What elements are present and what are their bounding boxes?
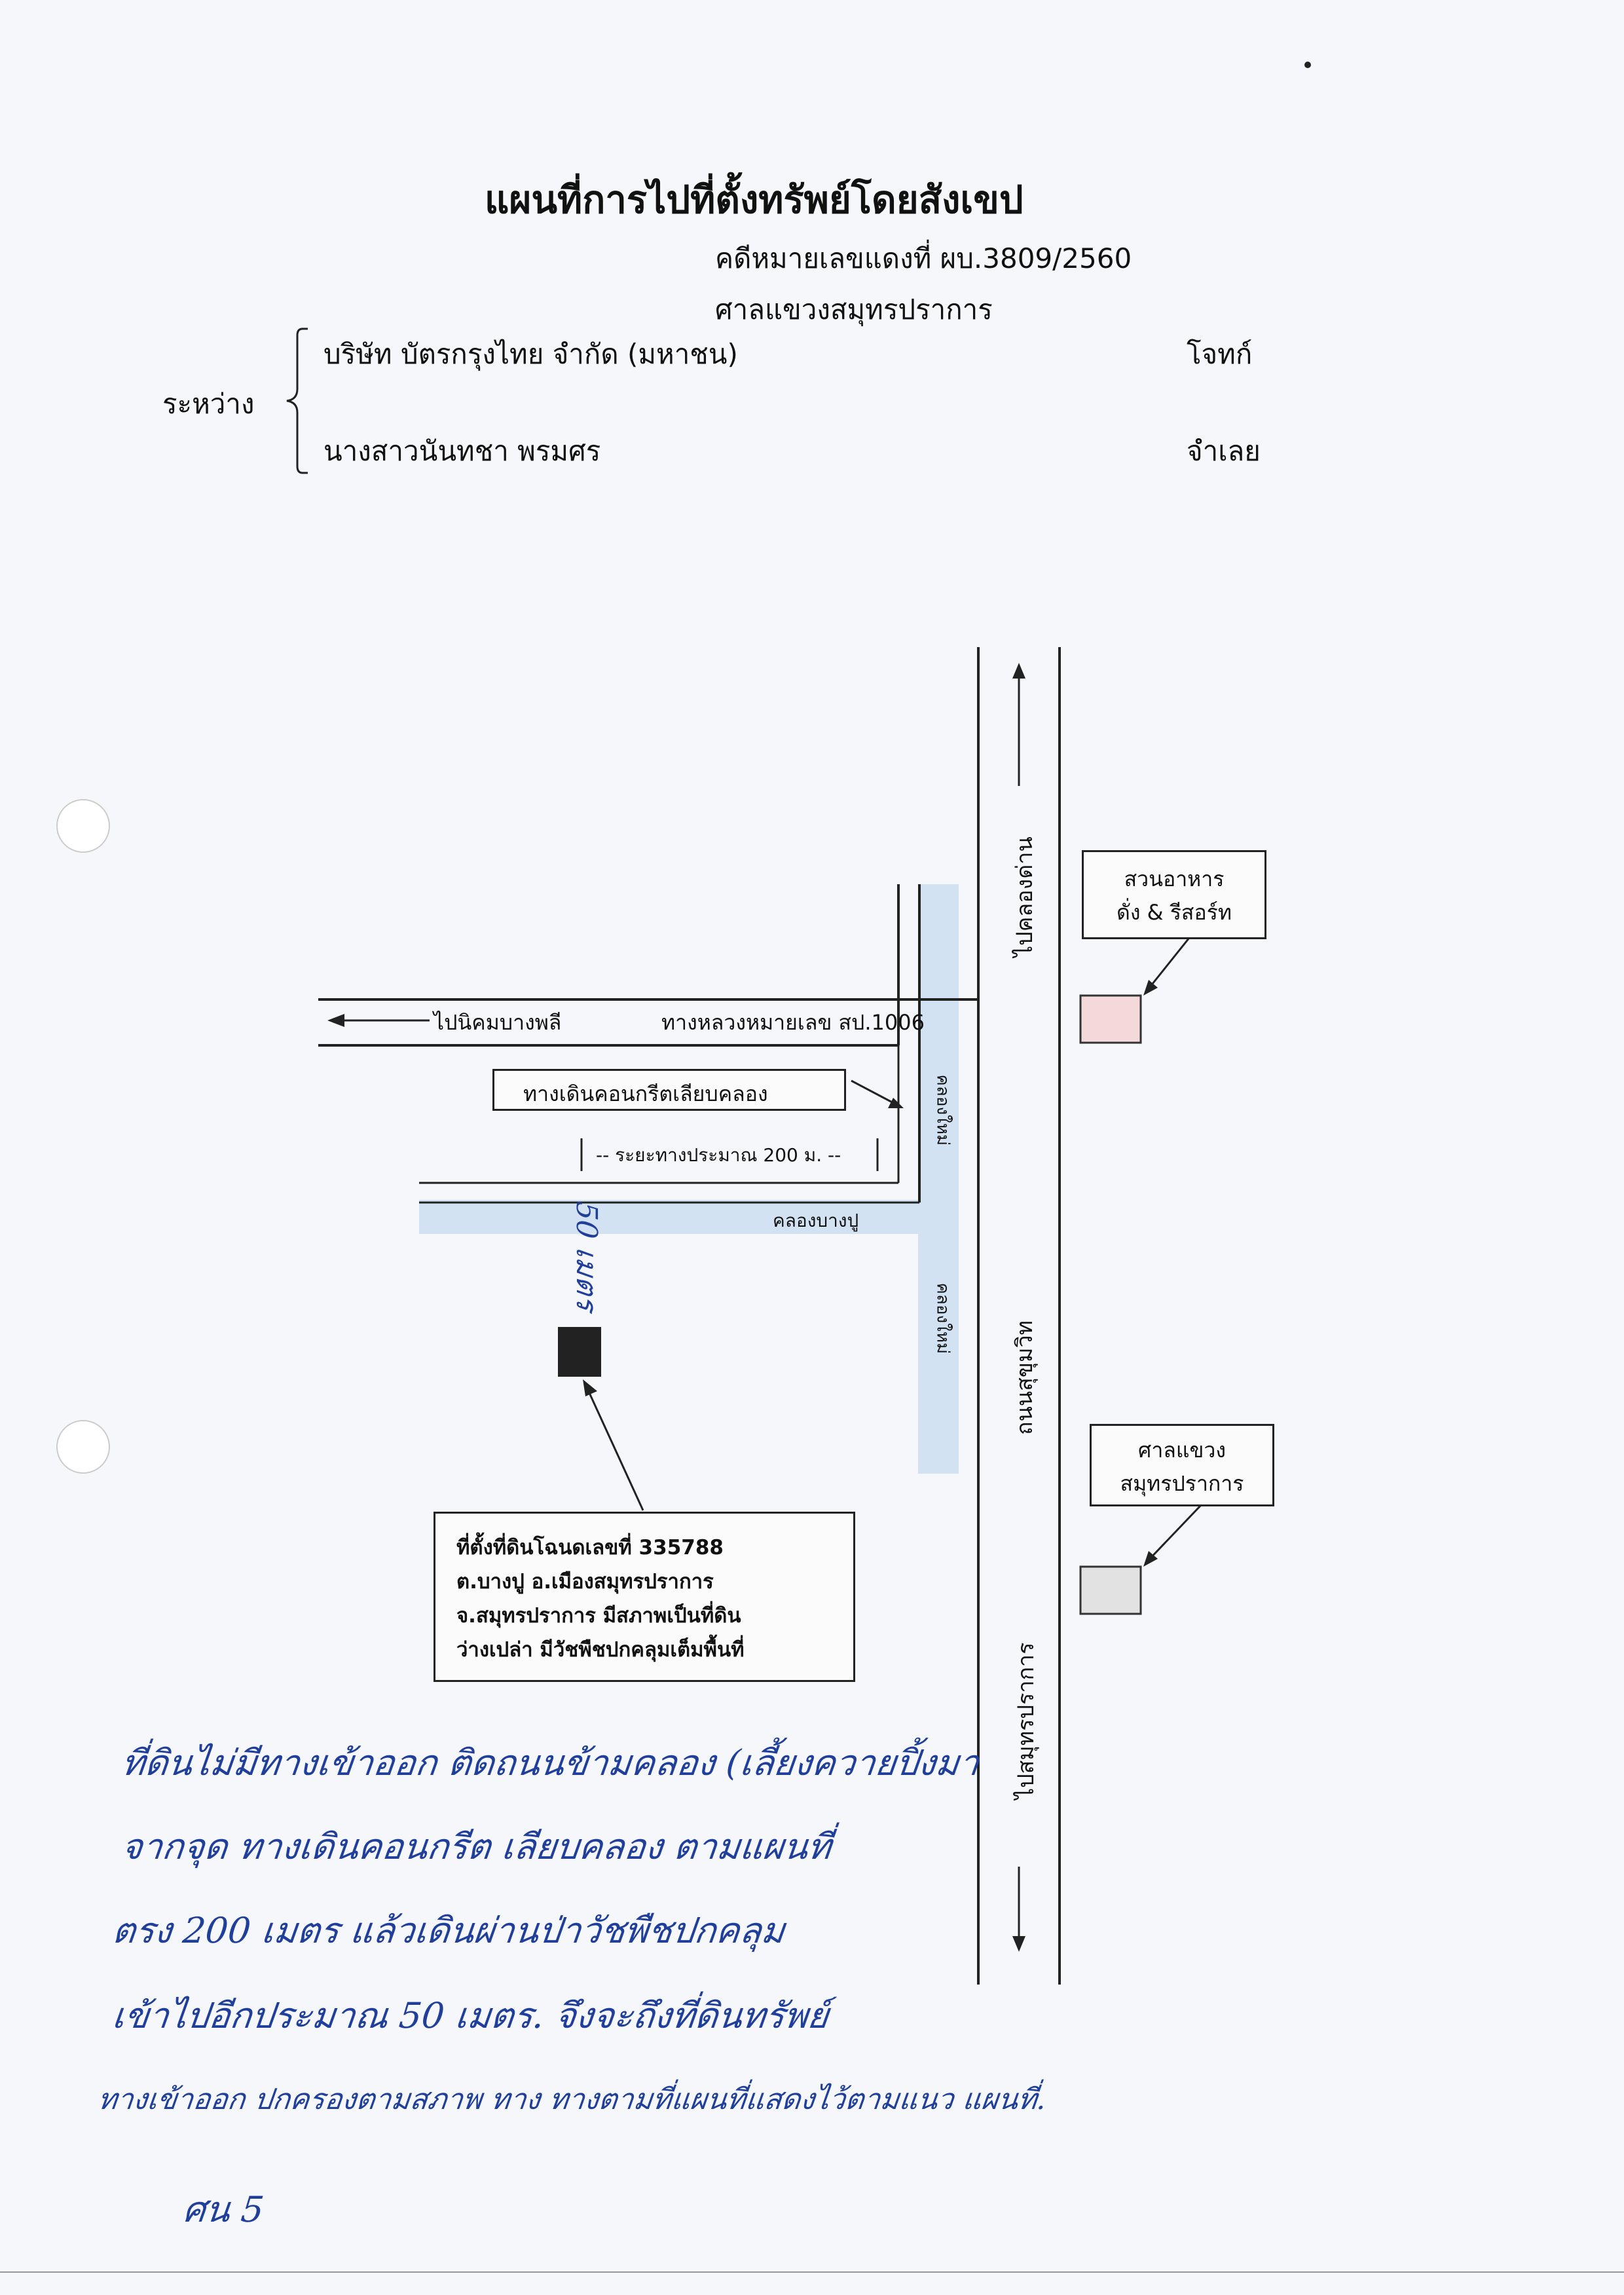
- land-title-deed-line: ที่ตั้งที่ดินโฉนดเลขที่ 335788: [456, 1536, 724, 1559]
- restaurant-box: สวนอาหาร ดั่ง & รีสอร์ท: [1082, 850, 1266, 939]
- distance-label: -- ระยะทางประมาณ 200 ม. --: [596, 1144, 841, 1166]
- concrete-walkway-label: ทางเดินคอนกรีตเลียบคลอง: [523, 1081, 768, 1106]
- land-marker: [558, 1327, 601, 1377]
- highway-label: ทางหลวงหมายเลข สป.1006: [661, 1010, 925, 1035]
- defendant-name: นางสาวนันทชา พรมศร: [323, 435, 601, 467]
- case-number: คดีหมายเลขแดงที่ ผบ.3809/2560: [715, 242, 1132, 274]
- restaurant-name-line1: สวนอาหาร: [1124, 867, 1225, 891]
- court-callout-line: [1146, 1502, 1204, 1563]
- court-name: ศาลแขวงสมุทรปราการ: [715, 293, 993, 326]
- to-nikhom-bang-phli-label: ไปนิคมบางพลี: [434, 1010, 562, 1035]
- land-condition-line: ว่างเปล่า มีวัชพืชปกคลุมเต็มพื้นที่: [456, 1638, 745, 1662]
- between-label: ระหว่าง: [162, 388, 255, 420]
- binder-hole-bottom: [56, 1420, 110, 1474]
- court-box: ศาลแขวง สมุทรปราการ: [1090, 1424, 1274, 1506]
- restaurant-name-line2: ดั่ง & รีสอร์ท: [1116, 900, 1232, 925]
- walkway-callout-line: [851, 1079, 899, 1107]
- handwritten-note-line1: ที่ดินไม่มีทางเข้าออก ติดถนนข้ามคลอง (เล…: [119, 1742, 982, 1783]
- restaurant-marker: [1079, 994, 1142, 1044]
- khlong-bang-pu-canal: [419, 1200, 918, 1234]
- to-khlong-dan-label: ไปคลองด่าน: [1012, 836, 1038, 957]
- court-box-line2: สมุทรปราการ: [1120, 1471, 1244, 1496]
- khlong-bang-pu-label: คลองบางปู: [773, 1210, 859, 1231]
- plaintiff-role: โจทก์: [1187, 338, 1253, 370]
- handwritten-signature: ศน 5: [181, 2189, 266, 2230]
- ink-dot: [1304, 62, 1311, 68]
- binder-hole-top: [56, 799, 110, 853]
- khlong-mai-upper-label: คลองใหม่: [932, 1074, 953, 1146]
- plaintiff-name: บริษัท บัตรกรุงไทย จำกัด (มหาชน): [323, 338, 738, 370]
- land-callout-line: [585, 1387, 644, 1511]
- handwritten-note-line3: ตรง 200 เมตร แล้วเดินผ่านป่าวัชพืชปกคลุม: [110, 1910, 787, 1951]
- document-title: แผนที่การไปที่ตั้งทรัพย์โดยสังเขป: [485, 177, 1024, 222]
- concrete-walkway-box: ทางเดินคอนกรีตเลียบคลอง: [492, 1069, 846, 1111]
- handwritten-note-line5: ทางเข้าออก ปกครองตามสภาพ ทาง ทางตามที่แผ…: [96, 2083, 1048, 2116]
- defendant-role: จำเลย: [1187, 435, 1261, 467]
- court-box-line1: ศาลแขวง: [1138, 1438, 1226, 1463]
- page-bottom-rule: [0, 2271, 1624, 2273]
- handwritten-note-line4: เข้าไปอีกประมาณ 50 เมตร. จึงจะถึงที่ดินท…: [110, 1995, 831, 2036]
- court-marker: [1079, 1565, 1142, 1615]
- handwritten-distance-label: 50 เมตร: [570, 1200, 603, 1313]
- land-info-box: ที่ตั้งที่ดินโฉนดเลขที่ 335788 ต.บางปู อ…: [434, 1512, 855, 1682]
- land-location-line: ต.บางปู อ.เมืองสมุทรปราการ: [456, 1570, 714, 1594]
- restaurant-callout-line: [1146, 937, 1190, 991]
- parties-brace: [286, 327, 308, 474]
- khlong-mai-canal: [918, 884, 959, 1474]
- handwritten-note-line2: จากจุด ทางเดินคอนกรีต เลียบคลอง ตามแผนที…: [119, 1826, 834, 1867]
- sukhumvit-road-label: ถนนสุขุมวิท: [1012, 1320, 1038, 1435]
- land-province-line: จ.สมุทรปราการ มีสภาพเป็นที่ดิน: [456, 1604, 741, 1628]
- khlong-mai-lower-label: คลองใหม่: [932, 1282, 953, 1354]
- to-samut-prakan-label: ไปสมุทรปราการ: [1013, 1642, 1039, 1799]
